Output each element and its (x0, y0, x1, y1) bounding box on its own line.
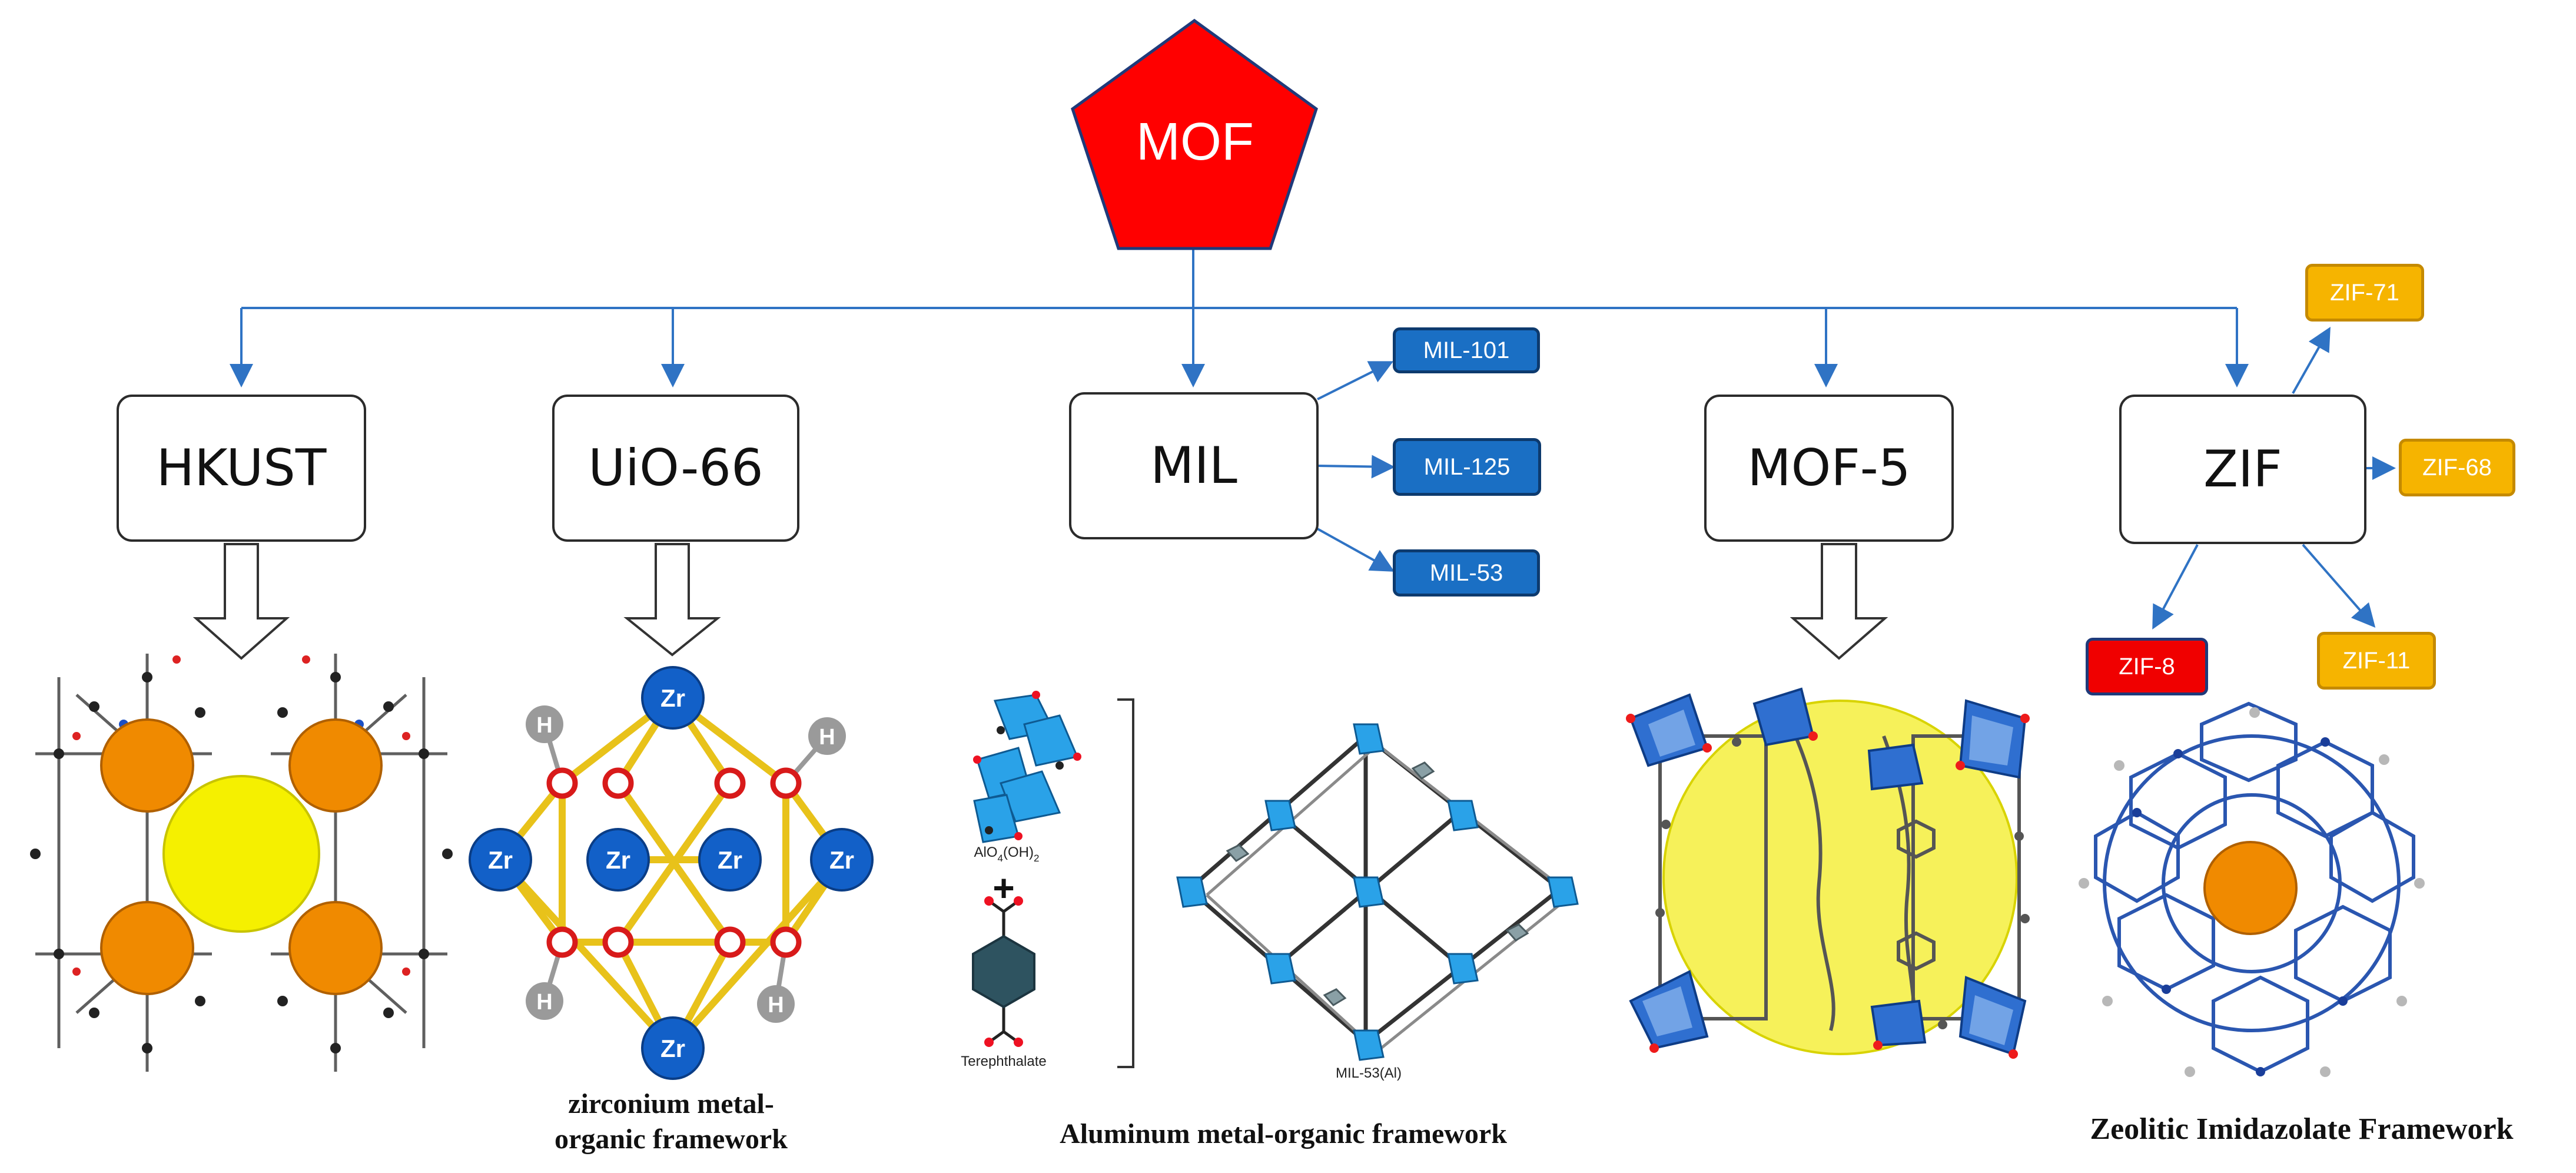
zif-caption: Zeolitic Imidazolate Framework (2031, 1112, 2572, 1147)
zif-11-tag: ZIF-11 (2317, 632, 2436, 690)
mof-5-box: MOF-5 (1704, 395, 1954, 542)
mil-125-text: MIL-125 (1423, 453, 1511, 480)
mil-125-connector (1317, 455, 1395, 479)
mil-101-connector (1317, 361, 1394, 400)
alo-text: AlO (974, 844, 998, 860)
zr-atom-label: Zr (488, 846, 513, 874)
zif-71-text: ZIF-71 (2330, 279, 2399, 306)
uio-66-caption-line2: organic framework (555, 1124, 788, 1155)
zif-label: ZIF (2203, 440, 2282, 499)
mil-53-text: MIL-53 (1429, 559, 1503, 586)
mil-caption: Aluminum metal-organic framework (1001, 1118, 1566, 1150)
mil-53-tag: MIL-53 (1393, 549, 1540, 597)
hkust-label: HKUST (156, 439, 327, 498)
mil-bracket (1117, 698, 1134, 1068)
uio-66-label: UiO-66 (588, 439, 763, 498)
zr-atom-label: Zr (829, 846, 854, 874)
zr-atom-label: Zr (606, 846, 630, 874)
mil-53-connector (1317, 528, 1395, 572)
uio-66-box: UiO-66 (552, 395, 799, 542)
terephthalate-label: Terephthalate (961, 1053, 1046, 1069)
mof-5-label: MOF-5 (1747, 439, 1911, 498)
zif-8-connector (2152, 544, 2199, 630)
mil-label: MIL (1150, 436, 1237, 495)
zif-8-tag: ZIF-8 (2086, 638, 2208, 695)
mil-53-al-label: MIL-53(Al) (1336, 1065, 1402, 1081)
mil-101-tag: MIL-101 (1393, 327, 1540, 373)
zif-71-tag: ZIF-71 (2305, 264, 2424, 322)
mof-root-label: MOF (1136, 112, 1254, 171)
mof-root-pentagon (1071, 18, 1318, 250)
zr-atom-label: Zr (660, 1035, 685, 1062)
zr-atom-label: Zr (718, 846, 742, 874)
zif-68-tag: ZIF-68 (2399, 439, 2515, 496)
zif-box: ZIF (2119, 395, 2366, 544)
oh-text: (OH) (1003, 844, 1034, 860)
zif-68-text: ZIF-68 (2422, 454, 2492, 481)
mof5-down-arrow (1790, 543, 1888, 660)
mil-125-tag: MIL-125 (1393, 438, 1541, 496)
h-atom-label: H (768, 993, 784, 1018)
zif-11-connector (2302, 544, 2376, 628)
mil-caption-text: Aluminum metal-organic framework (1060, 1118, 1507, 1149)
alo4-oh2-label: AlO4(OH)2 (974, 844, 1040, 864)
zif-71-connector (2292, 327, 2331, 394)
uio-66-caption-line1: zirconium metal- (568, 1088, 774, 1119)
alo-subscript: 4 (998, 853, 1003, 864)
zr-atom-label: Zr (660, 684, 685, 712)
oh-subscript: 2 (1034, 853, 1039, 864)
zif-caption-text: Zeolitic Imidazolate Framework (2090, 1112, 2514, 1146)
uio-66-caption: zirconium metal- organic framework (518, 1086, 824, 1157)
hkust-down-arrow (192, 543, 290, 660)
mil-101-text: MIL-101 (1423, 337, 1510, 363)
uio-down-arrow (623, 543, 721, 657)
zif-11-text: ZIF-11 (2342, 647, 2411, 674)
hkust-box: HKUST (117, 395, 366, 542)
h-atom-label: H (536, 713, 552, 738)
zif-8-text: ZIF-8 (2119, 653, 2175, 680)
h-atom-label: H (536, 990, 552, 1015)
mil-box: MIL (1069, 392, 1319, 539)
plus-sign: + (992, 867, 1014, 909)
h-atom-label: H (819, 725, 835, 750)
